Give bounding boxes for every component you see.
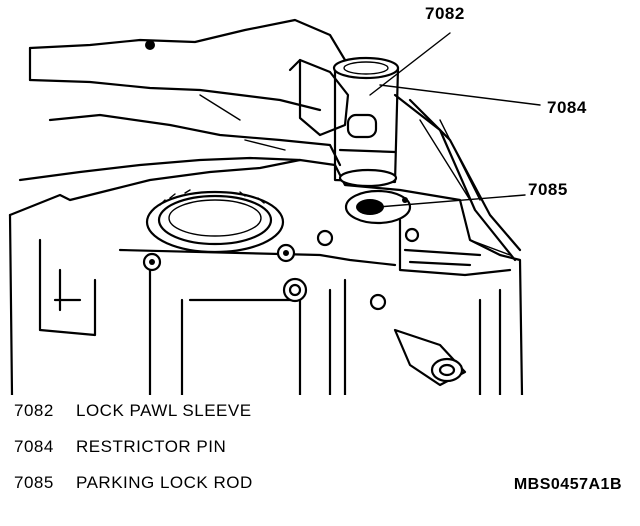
lock-pawl-sleeve — [332, 56, 400, 188]
figure-id: MBS0457A1B — [513, 476, 622, 493]
callout-7085: 7085 — [528, 180, 568, 199]
leader-7084 — [379, 84, 541, 106]
legend-code: 7082 — [14, 401, 54, 420]
case-bolts — [142, 227, 420, 311]
legend-description: PARKING LOCK ROD — [76, 473, 253, 492]
legend-description: RESTRICTOR PIN — [76, 437, 227, 456]
callout-7084: 7084 — [547, 98, 587, 117]
restrictor-pin — [346, 113, 378, 139]
transmission-case — [8, 93, 524, 395]
legend-description: LOCK PAWL SLEEVE — [76, 401, 252, 420]
legend-row: 7082 LOCK PAWL SLEEVE — [14, 400, 253, 436]
legend-row: 7084 RESTRICTOR PIN — [14, 436, 253, 472]
callout-7082: 7082 — [425, 4, 465, 23]
legend-code: 7084 — [14, 437, 54, 456]
leader-7082 — [369, 32, 451, 96]
output-shaft — [393, 328, 467, 387]
leader-7085 — [377, 194, 526, 208]
bearing-bore — [145, 189, 285, 254]
technician-hand — [18, 18, 350, 182]
legend-row: 7085 PARKING LOCK ROD — [14, 472, 253, 508]
legend-code: 7085 — [14, 473, 54, 492]
leader-lines — [369, 32, 541, 208]
transmission-case-illustration — [8, 18, 541, 395]
